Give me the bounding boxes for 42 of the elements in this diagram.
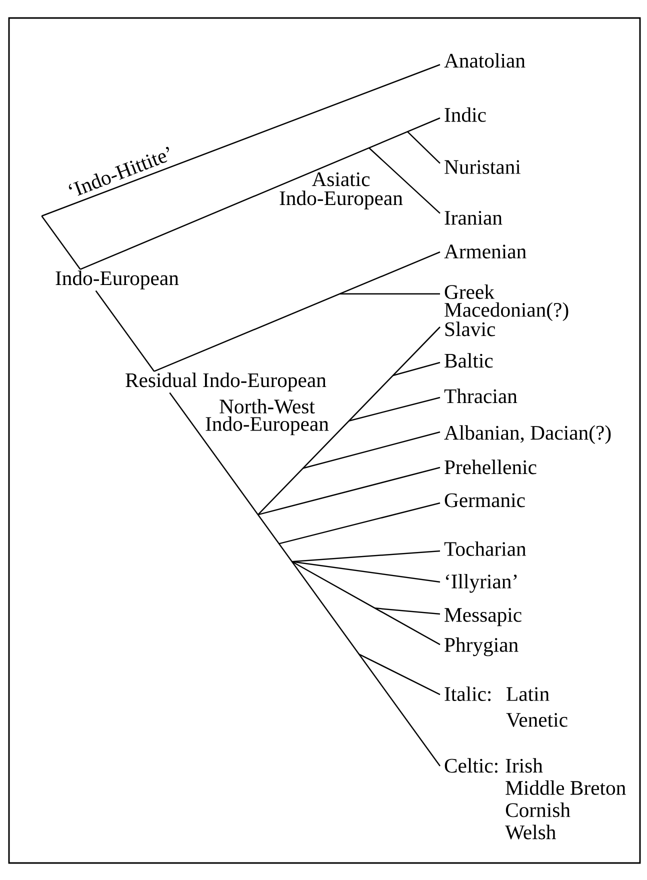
branch-line [292,550,440,562]
language-name: Anatolian [444,53,526,68]
language-name: Baltic [444,353,493,368]
branch-line [41,216,81,270]
language-name: Nuristani [444,160,521,174]
branch-line [358,654,440,696]
branch-line [258,326,440,516]
branch-line [368,147,440,214]
language-name: Slavic [445,322,496,336]
language-name: ‘Illyrian’ [446,574,517,593]
language-name: Albanian, Dacian(?) [444,425,611,444]
branch-label: Indo-European [56,270,179,290]
language-name: Greek Macedonian(?) [444,284,568,322]
branch-line [154,251,440,372]
branch-label: North-West Indo-European [206,398,329,436]
language-name: Messapic [444,608,522,626]
branch-line [169,392,441,766]
branch-line [292,561,440,646]
language-name: Prehellenic [444,460,536,474]
branch-line [374,608,440,615]
branch-label: Asiatic Indo-European [280,172,403,210]
language-name: Celtic: Irish Middle Breton Cornish Welsh [444,758,626,840]
branch-line [80,117,440,270]
branch-line [278,502,440,544]
language-name: Thracian [444,388,518,404]
language-name: Indic [444,107,486,122]
branch-line [392,362,440,376]
branch-line [41,64,440,217]
branch-line [302,431,440,469]
language-name: Italic: Latin Venetic [444,686,568,727]
branch-label: Residual Indo-European [126,372,326,392]
language-name: Phrygian [444,637,518,656]
branch-line [95,290,155,372]
language-name: Germanic [444,493,525,508]
language-name: Armenian [444,244,526,258]
branch-line [407,131,440,164]
branch-line [292,561,440,583]
language-name: Tocharian [444,541,526,556]
branch-line [258,466,440,516]
language-name: Iranian [444,210,502,225]
branch-line [348,396,440,422]
branch-line [340,293,440,294]
